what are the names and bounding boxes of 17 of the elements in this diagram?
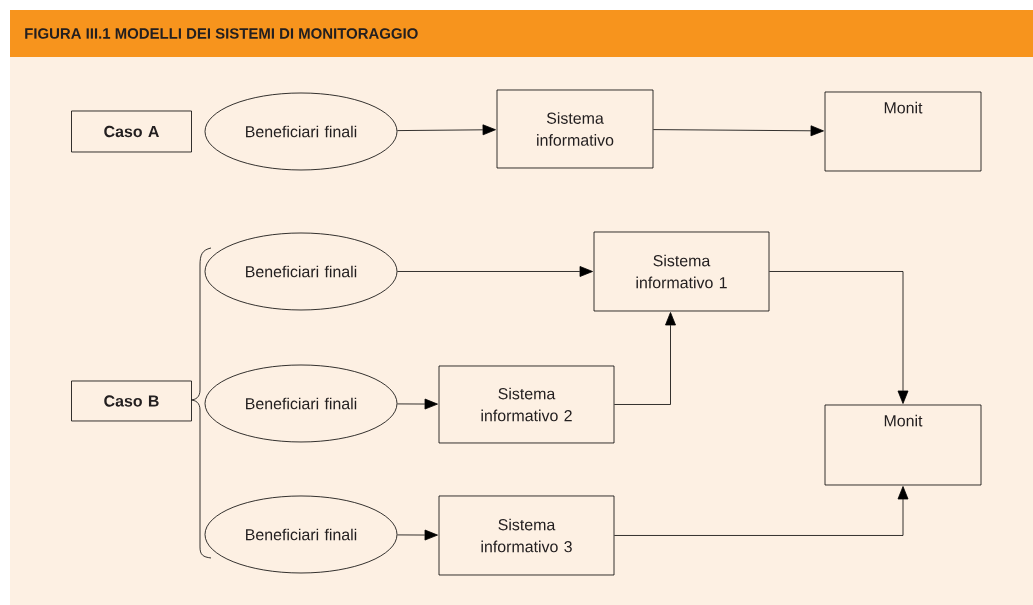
arrow xyxy=(397,398,438,410)
process-box: Sistema informativo 1 xyxy=(593,231,770,312)
process-box: Monit xyxy=(824,404,982,486)
title-bar: FIGURA III.1 MODELLI DEI SISTEMI DI MONITORAGGIO xyxy=(10,10,1033,57)
arrow xyxy=(397,266,593,277)
arrow xyxy=(397,124,496,136)
process-box: Sistema informativo 3 xyxy=(438,495,615,576)
process-box: Sistema informativo xyxy=(496,89,654,169)
arrow xyxy=(397,529,438,541)
arrow xyxy=(614,486,909,536)
arrow xyxy=(653,125,824,137)
arrow xyxy=(614,312,676,405)
case-box: Caso B xyxy=(71,380,192,422)
arrow xyxy=(769,271,909,404)
process-box: Sistema informativo 2 xyxy=(438,365,615,444)
process-box: Monit xyxy=(824,91,982,172)
case-box: Caso A xyxy=(71,110,192,153)
